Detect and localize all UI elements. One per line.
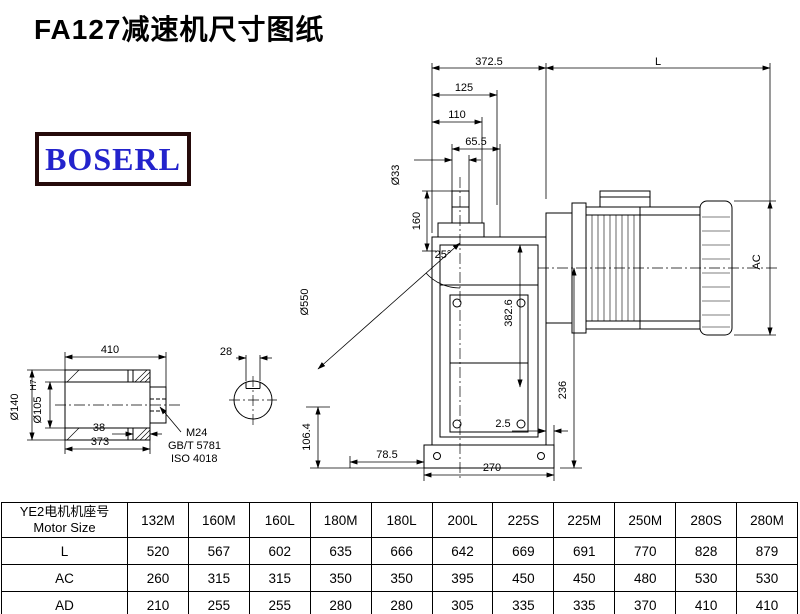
cell-AD-132m: 210 [127,591,189,614]
corner-header-en: Motor Size [33,520,96,535]
cell-AC-280m: 530 [736,564,798,592]
col-header-160l: 160L [248,502,311,538]
dim-373: 373 [91,436,109,448]
motor-size-table: YE2电机机座号 Motor Size 132M 160M 160L 180M … [1,502,798,614]
motor-linework [545,190,733,336]
table-row-AC: AC 260 315 315 350 350 395 450 450 480 5… [1,564,798,592]
cell-L-160l: 602 [248,537,311,565]
cell-AC-200l: 395 [431,564,494,592]
col-header-250m: 250M [614,502,677,538]
hollow-shaft-detail [64,369,167,441]
dim-236: 236 [557,381,569,399]
table-row-AD: AD 210 255 255 280 280 305 335 335 370 4… [1,591,798,614]
cell-AC-132m: 260 [127,564,189,592]
dim-AC: AC [751,254,763,269]
dim-106-4: 106.4 [301,423,313,451]
cell-AD-225s: 335 [492,591,555,614]
cell-AD-225m: 335 [553,591,616,614]
label-thread-std-gb: GB/T 5781 [168,440,221,452]
dim-110: 110 [448,109,466,121]
centerlines [55,177,778,479]
cell-AC-280s: 530 [675,564,738,592]
cell-L-132m: 520 [127,537,189,565]
dim-L: L [655,56,661,68]
corner-header-cn: YE2电机机座号 [19,503,110,519]
dim-65-5: 65.5 [465,136,486,148]
corner-header: YE2电机机座号 Motor Size [1,502,128,538]
cell-L-280s: 828 [675,537,738,565]
dimension-drawing: 372.5 L 125 110 65.5 Ø33 160 25° Ø550 38… [9,56,778,481]
cell-AD-280s: 410 [675,591,738,614]
cell-AC-160l: 315 [248,564,311,592]
cell-AC-225m: 450 [553,564,616,592]
col-header-180m: 180M [309,502,372,538]
cell-L-200l: 642 [431,537,494,565]
cell-L-250m: 770 [614,537,677,565]
dim-125: 125 [455,82,473,94]
dim-dia-105: Ø105 [32,397,44,424]
dim-382-6: 382.6 [503,299,515,327]
cell-L-225s: 669 [492,537,555,565]
extension-lines [27,63,776,481]
cell-AC-180l: 350 [370,564,433,592]
dim-dia-105-tolerance: H7 [28,379,38,390]
cell-AD-180m: 280 [309,591,372,614]
boserl-logo: BOSERL [35,132,191,186]
cell-AC-225s: 450 [492,564,555,592]
cell-L-180l: 666 [370,537,433,565]
shaft-section-circle [233,380,273,420]
cell-L-160m: 567 [187,537,250,565]
motor-fins [591,215,730,328]
dim-shaft-dia-33: Ø33 [390,165,402,186]
table-header-row: YE2电机机座号 Motor Size 132M 160M 160L 180M … [1,502,798,538]
cell-AD-160m: 255 [187,591,250,614]
cell-AD-200l: 305 [431,591,494,614]
cell-L-280m: 879 [736,537,798,565]
dim-dia-140: Ø140 [9,394,21,421]
page-title: FA127减速机尺寸图纸 [34,14,325,45]
col-header-160m: 160M [187,502,250,538]
col-header-280s: 280S [675,502,738,538]
col-header-200l: 200L [431,502,494,538]
dim-160: 160 [411,212,423,230]
boserl-logo-text: BOSERL [45,141,181,177]
shaft-hatching [66,369,151,441]
dim-410: 410 [101,344,119,356]
dim-2-5: 2.5 [495,418,510,430]
col-header-132m: 132M [127,502,189,538]
dim-angle-25: 25° [435,249,452,261]
cell-L-180m: 635 [309,537,372,565]
col-header-225m: 225M [553,502,616,538]
cell-AD-180l: 280 [370,591,433,614]
cell-AD-280m: 410 [736,591,798,614]
label-thread-std-iso: ISO 4018 [171,453,217,465]
cell-AD-250m: 370 [614,591,677,614]
dim-78-5: 78.5 [376,449,397,461]
cell-L-225m: 691 [553,537,616,565]
cell-AC-160m: 315 [187,564,250,592]
row-label-AD: AD [1,591,128,614]
table-row-L: L 520 567 602 635 666 642 669 691 770 82… [1,537,798,565]
col-header-280m: 280M [736,502,798,538]
cell-AC-250m: 480 [614,564,677,592]
cell-AC-180m: 350 [309,564,372,592]
dim-38: 38 [93,422,105,434]
col-header-180l: 180L [370,502,433,538]
dimension-lines [29,65,773,478]
dim-372-5: 372.5 [475,56,503,68]
row-label-L: L [1,537,128,565]
row-label-AC: AC [1,564,128,592]
label-thread-m24: M24 [186,427,207,439]
cell-AD-160l: 255 [248,591,311,614]
dim-270: 270 [483,462,501,474]
dim-housing-dia-550: Ø550 [299,289,311,316]
col-header-225s: 225S [492,502,555,538]
dim-28: 28 [220,346,232,358]
gearbox-linework [423,190,555,469]
